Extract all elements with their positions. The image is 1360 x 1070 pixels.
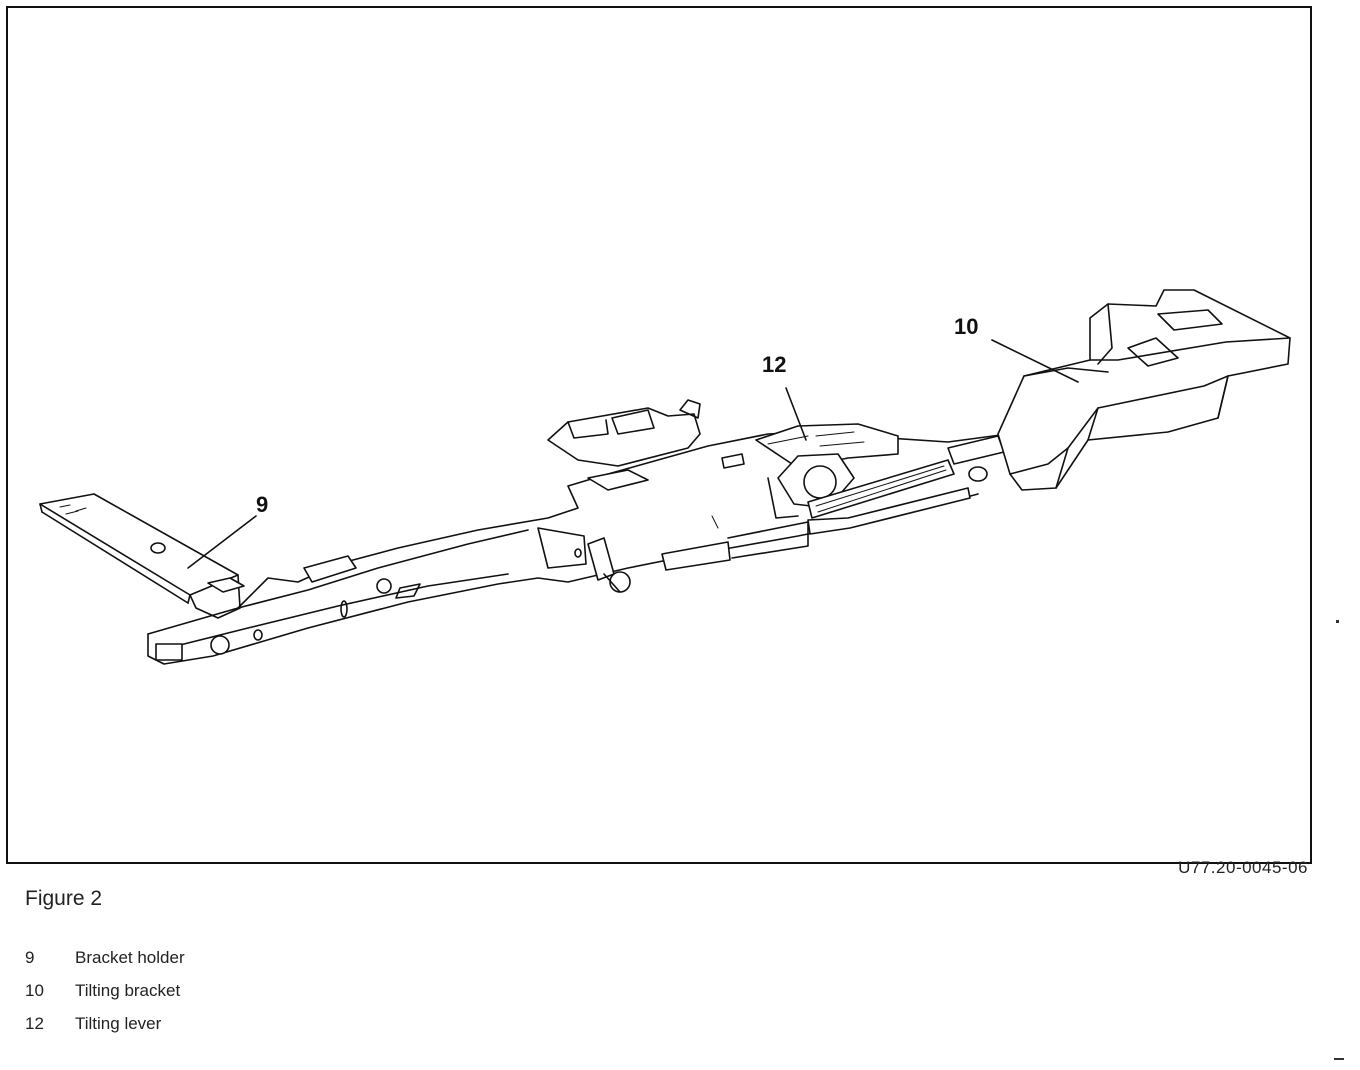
legend-item: 12 Tilting lever	[25, 1014, 185, 1047]
callout-12: 12	[762, 352, 787, 377]
bracket-holder-part	[39, 493, 245, 619]
legend-item: 9 Bracket holder	[25, 948, 185, 981]
callout-9: 9	[256, 492, 269, 517]
legend-number: 12	[25, 1014, 44, 1033]
callout-10: 10	[954, 314, 979, 339]
callout-10-leader	[991, 339, 1079, 383]
legend-text: Tilting bracket	[75, 981, 181, 1000]
legend-number: 9	[25, 948, 35, 967]
legend-text: Bracket holder	[75, 948, 185, 967]
main-rail-part	[147, 431, 1009, 665]
figure-title: Figure 2	[25, 887, 103, 910]
tilting-lever-part	[755, 423, 1005, 535]
parts-legend: 9 Bracket holder 10 Tilting bracket 12 T…	[25, 948, 185, 1047]
scan-speck	[1334, 1058, 1344, 1060]
figure-reference-code: U77.20-0045-06	[1178, 858, 1308, 877]
latch-assembly-part	[547, 399, 745, 491]
legend-number: 10	[25, 981, 44, 1000]
figure-frame: 9 12 10	[6, 6, 1312, 864]
scan-speck	[1336, 620, 1339, 623]
callout-9-leader	[187, 515, 257, 569]
seat-rail-illustration	[39, 289, 1291, 665]
callout-12-leader	[785, 387, 807, 441]
legend-text: Tilting lever	[75, 1014, 162, 1033]
tilting-bracket-part	[997, 289, 1291, 491]
legend-item: 10 Tilting bracket	[25, 981, 185, 1014]
